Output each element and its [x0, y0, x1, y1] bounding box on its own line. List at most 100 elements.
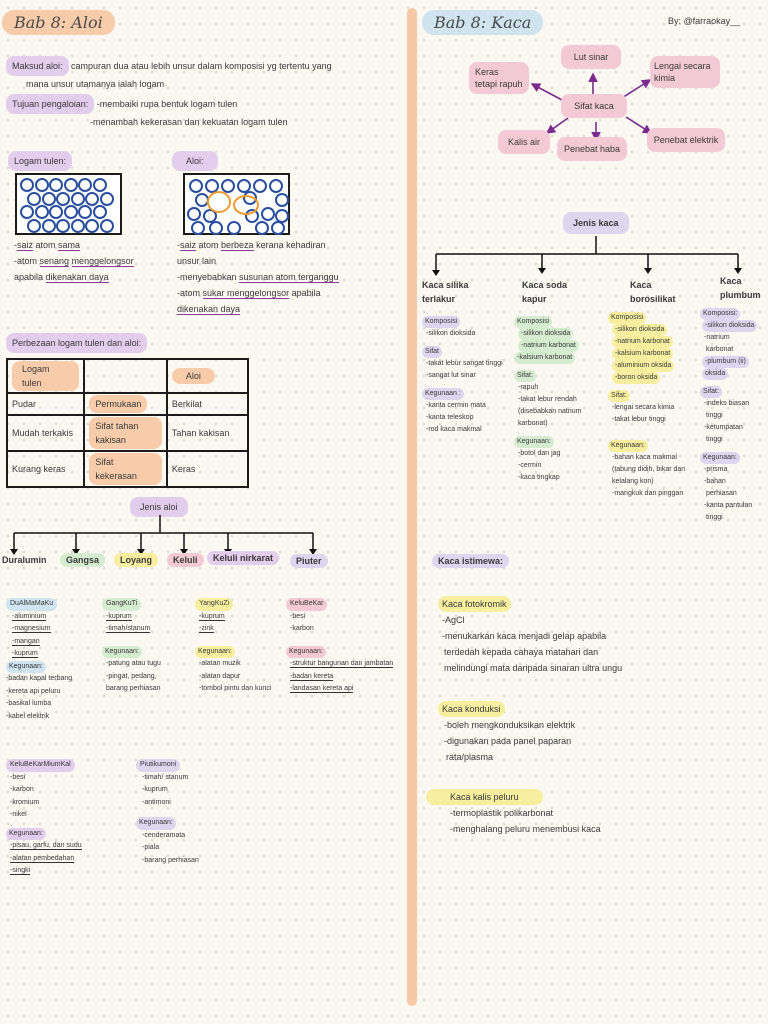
- prop-kalis-air: Kalis air: [498, 130, 550, 154]
- type-loyang: Loyang: [114, 553, 159, 567]
- atom-circle: [255, 221, 269, 235]
- prop-penebat-haba: Penebat haba: [557, 137, 627, 161]
- atom-circle: [41, 191, 56, 206]
- kaca-fotokromik: Kaca fotokromik -AgCl -menukarkan kaca m…: [438, 596, 738, 676]
- piuter-code: Piutikumoni: [136, 759, 181, 772]
- logam-tulen-diagram: [15, 173, 122, 235]
- tujuan-text1: -membaiki rupa bentuk logam tulen: [94, 99, 238, 109]
- tujuan-text2: -menambah kekerasan dan kekuatan logam t…: [90, 117, 288, 127]
- atom-circle: [63, 205, 78, 219]
- kegunaan-label: Kegunaan:: [102, 645, 142, 658]
- al-text-susunan: susunan atom terganggu: [239, 272, 339, 283]
- list-item: -lengai secara kimia: [612, 404, 675, 411]
- atom-circle: [20, 178, 34, 192]
- kegunaan-label: Kegunaan:: [6, 660, 46, 673]
- kaca-kalis-peluru: Kaca kalis peluru -termoplastik polikarb…: [426, 789, 726, 837]
- list-item: -natrium karbonat: [518, 340, 579, 352]
- list-item: -zink: [199, 625, 214, 633]
- list-item: -besi: [290, 612, 306, 620]
- atom-circle: [189, 179, 203, 193]
- list-item: -kaca tingkap: [518, 474, 560, 481]
- byline: By: @farraokay__: [668, 16, 741, 26]
- atom-circle: [70, 191, 85, 206]
- keluli-details: KeluBeKar -besi -karbon Kegunaan: -struk…: [286, 598, 404, 696]
- list-item: -patung atau tugu: [106, 660, 161, 667]
- list-item: -silikon dioksida: [426, 330, 476, 337]
- atom-circle: [27, 218, 41, 233]
- list-item: -rod kaca makmal: [426, 426, 482, 433]
- list-item: -kanta teleskop: [426, 414, 474, 421]
- list-item: -magnesium: [12, 625, 51, 633]
- list-item: -tombol pintu dan kunci: [199, 685, 272, 692]
- atom-circle: [275, 193, 289, 207]
- al-text: -atom: [177, 288, 203, 298]
- fotokromik-line: terdedah kepada cahaya matahari dan: [444, 647, 599, 657]
- atom-circle: [92, 178, 107, 192]
- sifat-kaca-center: Sifat kaca: [561, 94, 627, 118]
- fotokromik-title: Kaca fotokromik: [438, 596, 511, 612]
- atom-circle: [49, 178, 63, 192]
- list-item: -alatan dapur: [199, 672, 241, 680]
- list-item: karbonat: [706, 346, 734, 353]
- list-item: -aluminium: [12, 612, 47, 621]
- list-item: -basikal lumba: [6, 700, 52, 707]
- table-cell-criteria: Permukaan: [89, 395, 148, 413]
- al-text: -menyebabkan: [177, 272, 240, 282]
- al-text: atom: [196, 240, 222, 250]
- atom-circle: [78, 205, 92, 219]
- list-item: -singki: [10, 867, 31, 875]
- perbezaan-label: Perbezaan logam tulen dan aloi:: [6, 333, 148, 353]
- list-item: -silikon dioksida: [612, 324, 668, 336]
- atom-circle: [187, 207, 201, 221]
- list-item: -kalsium karbonat: [612, 348, 674, 360]
- list-item: -timah/ stanum: [142, 773, 189, 781]
- kaca-type-name: Kaca silika terlakur: [422, 280, 469, 304]
- atom-circle: [85, 191, 99, 206]
- list-item: -antimoni: [142, 798, 171, 806]
- komposisi-label: Komposisi: [514, 316, 553, 328]
- table-cell-criteria: Sifat tahan kakisan: [89, 417, 162, 449]
- fotokromik-line: melindungi mata daripada sinaran ultra u…: [444, 663, 623, 673]
- list-item: -alatan muzik: [199, 660, 241, 667]
- peluru-title: Kaca kalis peluru: [426, 789, 543, 805]
- list-item: -landasan kereta api: [290, 685, 354, 693]
- atom-circle: [237, 179, 251, 193]
- kaca-silika-column: Kaca silika terlakur Komposisi -silikon …: [422, 278, 512, 436]
- list-item: -indeks biasan: [704, 400, 750, 407]
- list-item: -nikel: [10, 811, 27, 818]
- sifat-label: Sifat:: [514, 370, 536, 382]
- komposisi-label: Komposisi: [608, 312, 647, 324]
- table-cell: Kurang keras: [5, 450, 86, 488]
- al-text-dikenakan: dikenakan daya: [177, 304, 241, 315]
- kegunaan-label: Kegunaan:: [195, 645, 235, 658]
- foreign-atom-circle: [233, 195, 259, 215]
- sifat-label: Sifat: [422, 346, 443, 358]
- lt-text-dikenakan: dikenakan daya: [45, 272, 109, 283]
- maksud-text1: campuran dua atau lebih unsur dalam komp…: [68, 61, 332, 71]
- loyang-code: YangKuZi: [195, 598, 234, 611]
- lt-text: apabila: [14, 272, 46, 282]
- list-item: -badan kereta: [290, 672, 334, 681]
- atom-circle: [56, 218, 70, 233]
- al-text: apabila: [289, 288, 321, 298]
- kaca-plumbum-column: Kaca plumbum Komposisi: -silikon dioksid…: [700, 274, 764, 524]
- piuter-details: Piutikumoni -timah/ stanum -kuprum -anti…: [136, 759, 246, 867]
- al-text-line2: unsur lain: [177, 256, 217, 266]
- table-cell: Berkilat: [165, 392, 250, 416]
- list-item: -bahan: [704, 478, 726, 485]
- konduksi-line: -boleh mengkonduksikan elektrik: [444, 720, 576, 730]
- duralumin-details: DuAlMaMaKu -aluminium -magnesium -mangan…: [6, 598, 101, 723]
- jenis-kaca-node: Jenis kaca: [563, 212, 629, 234]
- list-item: -besi: [10, 773, 26, 781]
- peluru-line: -termoplastik polikarbonat: [450, 808, 554, 818]
- atom-circle: [261, 207, 275, 221]
- list-item: -takat lebur sangat tinggi: [426, 360, 503, 367]
- kegunaan-label: Kegunaan:: [608, 440, 648, 452]
- maksud-aloi: Maksud aloi: campuran dua atau lebih uns…: [6, 56, 386, 92]
- atom-circle: [253, 179, 267, 193]
- list-item: tinggi: [706, 514, 723, 521]
- atom-circle: [20, 205, 34, 219]
- comparison-table: Logam tulen Aloi Pudar Permukaan Berkila…: [5, 358, 250, 488]
- list-item: -takat lebur rendah: [518, 396, 577, 403]
- list-item: tinggi: [706, 436, 723, 443]
